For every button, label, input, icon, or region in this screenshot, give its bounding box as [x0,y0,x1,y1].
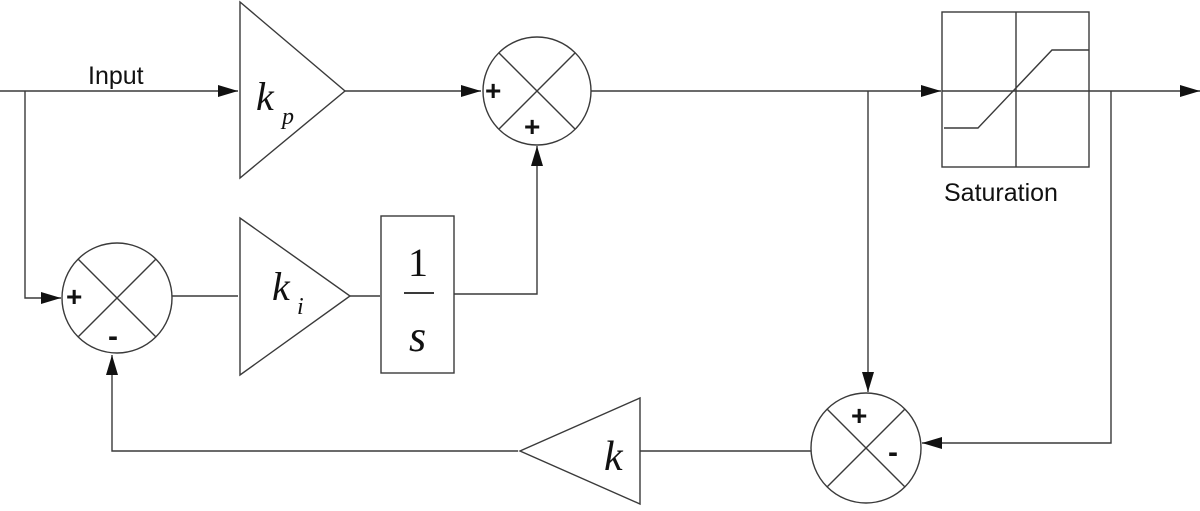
integrator-numerator: 1 [408,240,428,285]
top-summing-junction: + + [482,36,592,146]
k-gain-triangle [518,396,641,506]
wire-input-to-left-summer [24,91,61,304]
kp-subscript: p [280,104,294,130]
saturation-block [941,11,1090,168]
svg-text:k: k [256,74,275,119]
input-label: Input [88,62,144,90]
ki-gain-triangle [239,216,352,377]
ki-symbol: k [272,264,291,309]
wire-k-to-left-summer [106,355,518,452]
top-summer-sign-bottom: + [524,111,540,142]
wire-output-to-bottom-summer [922,91,1112,449]
left-summing-junction: + - [61,242,173,354]
ki-subscript: i [297,294,304,320]
k-symbol: k [604,434,624,480]
left-summer-sign-bottom: - [108,320,118,353]
kp-gain-triangle [239,0,347,180]
svg-text:k: k [272,264,291,309]
top-summer-sign-left: + [485,75,501,106]
bottom-summer-sign-right: - [888,436,898,469]
bottom-summer-sign-top: + [851,400,867,431]
signal-wires [0,85,1200,452]
bottom-right-summing-junction: + - [810,392,922,504]
svg-text:p: p [280,104,294,130]
saturation-label: Saturation [944,179,1058,207]
integrator-denominator: s [409,312,426,361]
integrator-block: 1 s [380,215,455,374]
left-summer-sign-left: + [66,281,82,312]
saturation-curve [944,49,1089,129]
ki-gain-block: k i [239,216,352,377]
svg-text:i: i [297,294,304,320]
kp-gain-block: k p [239,0,347,180]
kp-symbol: k [256,74,275,119]
wire-integrator-to-top-summer [454,146,543,295]
k-gain-block: k [518,396,641,506]
